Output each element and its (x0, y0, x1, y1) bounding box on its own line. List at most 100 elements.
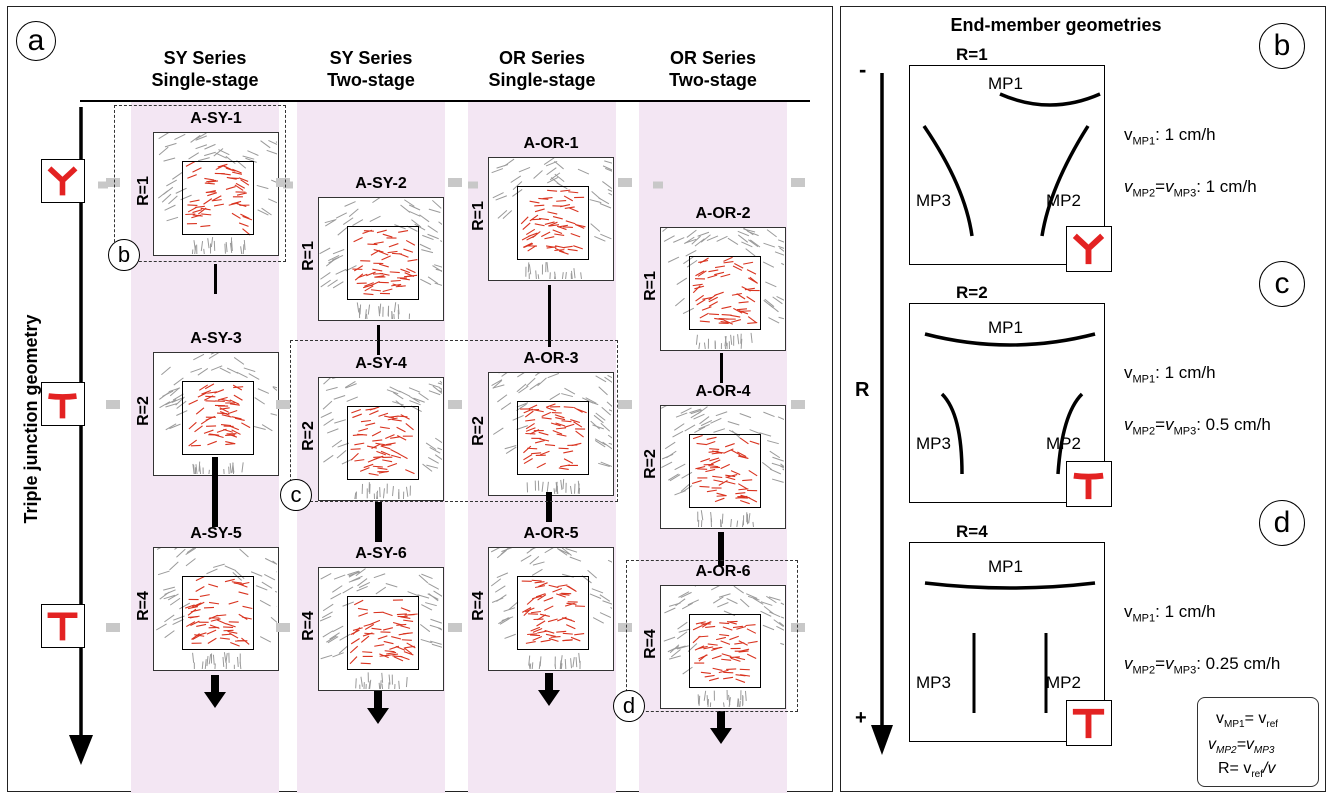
fabric-gray-mark (186, 559, 195, 566)
fabric-gray-mark (491, 548, 502, 552)
fabric-gray-mark (157, 548, 168, 549)
legend-line-3: R= vref/v (1218, 760, 1275, 780)
fabric-gray-mark (244, 368, 255, 372)
fabric-gray-mark (209, 353, 219, 359)
fabric-gray-mark (264, 574, 275, 579)
fabric-gray-mark (565, 272, 566, 279)
fabric-gray-mark (590, 200, 602, 203)
fabric-gray-mark (661, 406, 672, 408)
r-value-label: R=1 (642, 271, 660, 301)
fabric-gray-mark (367, 314, 368, 319)
fabric-gray-mark (767, 230, 777, 237)
fabric-gray-mark (370, 216, 381, 221)
fabric-gray-mark (592, 589, 603, 593)
callout-d: d (613, 690, 645, 722)
plate-label-mp2: MP2 (1046, 673, 1081, 693)
fabric-gray-mark (677, 278, 687, 284)
fabric-gray-mark (779, 317, 784, 320)
fabric-gray-mark (675, 298, 684, 306)
fabric-gray-mark (730, 519, 731, 527)
highlight-box-b (114, 105, 286, 262)
fabric-gray-mark (694, 427, 705, 433)
fabric-gray-mark (333, 249, 344, 253)
connector-line (212, 457, 218, 527)
fabric-gray-mark (738, 231, 749, 235)
fabric-gray-mark (545, 548, 555, 553)
fabric-gray-mark (429, 209, 441, 212)
model-name: A-OR-2 (660, 205, 786, 223)
fabric-gray-mark (497, 573, 508, 578)
fabric-gray-mark (704, 343, 705, 349)
fabric-gray-mark (334, 575, 345, 579)
fabric-gray-mark (590, 594, 601, 599)
fabric-gray-mark (162, 391, 173, 396)
fabric-gray-mark (382, 684, 383, 689)
fabric-gray-mark (668, 257, 679, 262)
fabric-gray-mark (767, 441, 779, 444)
fabric-gray-mark (781, 263, 784, 268)
fabric-gray-mark (753, 522, 754, 527)
fabric-gray-mark (224, 469, 225, 474)
fabric-gray-mark (325, 219, 337, 222)
fabric-gray-mark (529, 264, 530, 274)
model-name: A-SY-6 (318, 545, 444, 563)
fabric-gray-mark (778, 246, 784, 250)
fabric-gray-mark (736, 521, 737, 527)
fabric-gray-mark (163, 587, 175, 590)
fabric-gray-mark (202, 661, 203, 669)
plate-label-mp2: MP2 (1046, 191, 1081, 211)
fabric-gray-mark (609, 193, 612, 199)
fabric-gray-mark (772, 479, 784, 482)
fabric-gray-mark (229, 467, 230, 474)
fabric-gray-mark (751, 333, 752, 343)
fabric-gray-mark (230, 463, 231, 473)
fabric-gray-mark (320, 272, 330, 279)
highlight-box-c (290, 340, 618, 502)
fabric-gray-mark (741, 242, 752, 247)
down-arrow-icon (537, 673, 561, 707)
r-value-label: R=2 (135, 396, 153, 426)
fabric-gray-mark (238, 657, 239, 667)
fabric-gray-mark (374, 574, 385, 578)
fabric-gray-mark (581, 272, 582, 279)
fabric-gray-mark (331, 593, 342, 599)
fabric-gray-mark (591, 224, 600, 232)
fabric-gray-mark (323, 604, 333, 611)
fabric-gray-mark (532, 569, 542, 575)
fabric-gray-mark (738, 334, 739, 344)
model-name: A-OR-4 (660, 383, 786, 401)
fabric-gray-mark (713, 429, 724, 433)
fabric-gray-mark (345, 202, 356, 207)
fabric-gray-mark (594, 236, 605, 241)
model-name: A-SY-5 (153, 525, 279, 543)
r-axis-arrow (867, 73, 897, 763)
fabric-gray-mark (343, 587, 353, 593)
down-arrow-icon (203, 675, 227, 709)
fabric-gray-mark (271, 414, 277, 417)
fabric-gray-mark (772, 457, 783, 461)
fabric-gray-mark (778, 240, 784, 244)
r-value-label: R=4 (470, 591, 488, 621)
fabric-gray-mark (698, 407, 708, 414)
fabric-gray-mark (764, 300, 773, 307)
model-inner-square (182, 381, 254, 455)
panel-a-label: a (16, 21, 56, 61)
fabric-gray-mark (199, 462, 200, 472)
column-header-sy-two: SY Series Two-stage (296, 47, 446, 91)
fabric-gray-mark (213, 564, 225, 567)
column-header-or-two: OR Series Two-stage (638, 47, 788, 91)
connector-line (375, 502, 382, 542)
model-name: A-OR-1 (488, 135, 614, 153)
end-member-label-c: c (1259, 261, 1305, 307)
legend-line-1: vMP1= vref (1216, 710, 1278, 730)
fabric-gray-mark (196, 464, 197, 474)
fabric-gray-mark (255, 398, 265, 405)
fabric-gray-mark (326, 636, 336, 642)
fabric-gray-mark (170, 562, 179, 570)
fabric-gray-mark (357, 302, 358, 312)
end-member-r-label: R=1 (956, 45, 988, 65)
fabric-gray-mark (768, 318, 779, 323)
fabric-gray-mark (560, 660, 561, 669)
fabric-gray-mark (775, 252, 784, 256)
fabric-gray-mark (685, 425, 695, 431)
